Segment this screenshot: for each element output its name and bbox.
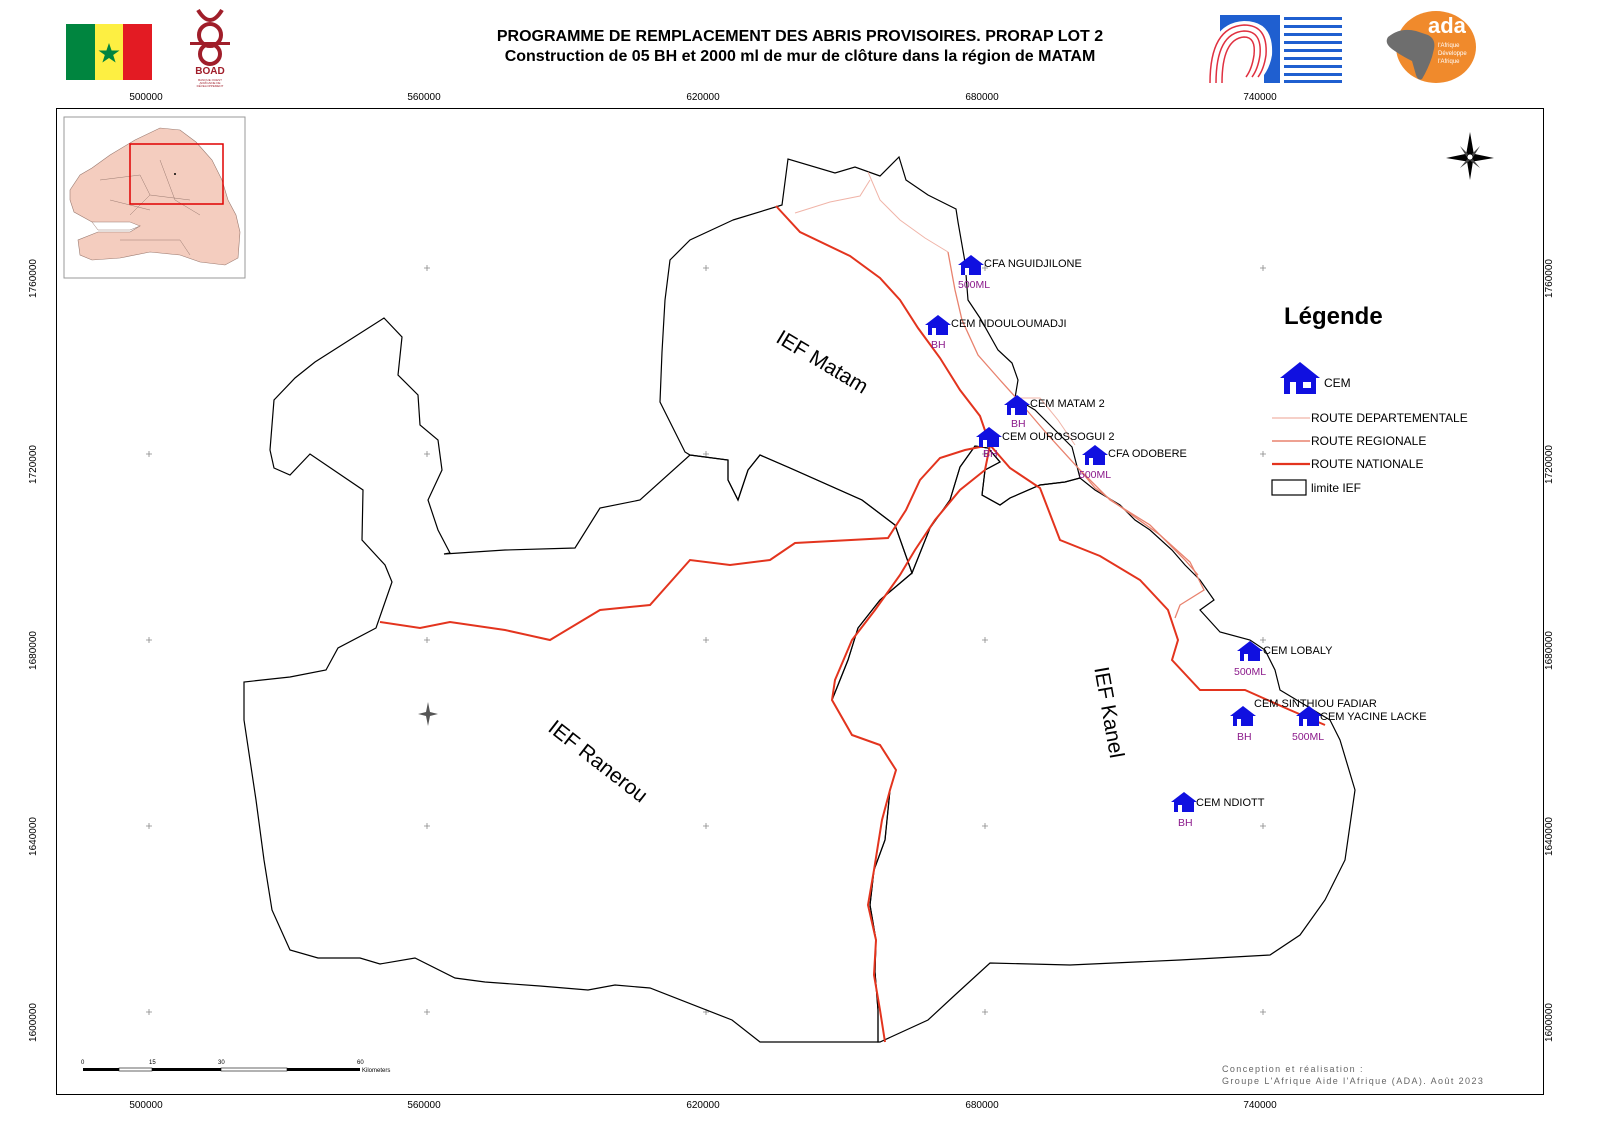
- x-tick-bottom-2: 560000: [407, 1100, 441, 1111]
- route-regionale: [947, 251, 1205, 619]
- scale-tick-30: 30: [218, 1060, 225, 1066]
- scale-unit: Kilometers: [362, 1068, 391, 1074]
- legend-cem-icon: [1280, 362, 1320, 394]
- site-label-cem-ndouloumadji: CEM NDOULOUMADJI: [951, 318, 1067, 330]
- site-work-cfa-nguidjilone: 500ML: [958, 279, 991, 291]
- north-arrow-icon: [1446, 132, 1494, 180]
- senegal-flag-logo: [66, 24, 152, 85]
- ief-kanel-boundary: [831, 445, 1356, 1043]
- title-line-2: Construction de 05 BH et 2000 ml de mur …: [504, 48, 1096, 65]
- cem-ndiott-icon: [1171, 792, 1197, 812]
- cfa-odobere-icon: [1082, 445, 1108, 465]
- map-frame: [56, 108, 1544, 1095]
- site-icons: [925, 255, 1322, 812]
- site-label-cem-lobaly: CEM LOBALY: [1263, 645, 1333, 657]
- ada-logo-text: ada: [1428, 13, 1466, 38]
- scale-bar: [83, 1067, 360, 1072]
- scale-tick-0: 0: [81, 1060, 85, 1066]
- site-label-cfa-odobere: CFA ODOBERE: [1108, 448, 1187, 460]
- x-tick-top-2: 560000: [407, 92, 441, 103]
- x-tick-top-5: 740000: [1243, 92, 1277, 103]
- x-tick-bottom-5: 740000: [1243, 1100, 1277, 1111]
- inset-map: [63, 116, 246, 279]
- cem-sinthiou-fadiar-icon: [1230, 706, 1256, 726]
- cem-lobaly-icon: [1237, 641, 1263, 661]
- site-work-cem-sinthiou-fadiar: BH: [1237, 731, 1252, 743]
- ranerou-star-icon: [418, 702, 438, 726]
- x-tick-bottom-4: 680000: [965, 1100, 999, 1111]
- x-tick-top-4: 680000: [965, 92, 999, 103]
- legend-label-route-nationale: ROUTE NATIONALE: [1311, 457, 1424, 471]
- site-work-cem-lobaly: 500ML: [1234, 666, 1267, 678]
- scale-tick-15: 15: [149, 1060, 156, 1066]
- x-tick-top-3: 620000: [686, 92, 720, 103]
- site-work-cem-matam-2: BH: [1011, 418, 1026, 430]
- cem-matam-2-icon: [1004, 395, 1030, 415]
- ada-logo-subtext: l'Afrique Développe l'Afrique: [1438, 43, 1467, 65]
- legend-label-route-regionale: ROUTE REGIONALE: [1311, 434, 1427, 448]
- site-label-cem-ourossogui-2: CEM OUROSSOGUI 2: [1002, 431, 1115, 443]
- site-work-cem-ndouloumadji: BH: [931, 339, 946, 351]
- site-label-cfa-nguidjilone: CFA NGUIDJILONE: [984, 258, 1082, 270]
- boad-logo: BOAD BANQUE OUEST AFRICAINE DE DÉVELOPPE…: [186, 8, 234, 88]
- ada-logo: ada l'Afrique Développe l'Afrique: [1378, 9, 1478, 90]
- title-line-1: PROGRAMME DE REMPLACEMENT DES ABRIS PROV…: [496, 28, 1104, 45]
- site-label-cem-yacine-lacke: CEM YACINE LACKE: [1320, 711, 1427, 723]
- cem-ndouloumadji-icon: [925, 315, 951, 335]
- graticule: [146, 265, 1266, 1015]
- route-nationale: [379, 205, 1326, 1043]
- scale-tick-60: 60: [357, 1060, 364, 1066]
- x-tick-bottom-3: 620000: [686, 1100, 720, 1111]
- legend-label-cem: CEM: [1324, 376, 1351, 390]
- credit-line-1: Conception et réalisation :: [1222, 1064, 1364, 1074]
- legend-title: Légende: [1284, 303, 1383, 330]
- map-title: PROGRAMME DE REMPLACEMENT DES ABRIS PROV…: [0, 27, 1600, 67]
- legend-symbols: [1271, 362, 1320, 496]
- site-label-cem-matam-2: CEM MATAM 2: [1030, 398, 1105, 410]
- route-departementale: [794, 171, 1076, 446]
- legend-label-route-departementale: ROUTE DEPARTEMENTALE: [1311, 411, 1468, 425]
- credit-line-2: Groupe L'Afrique Aide l'Afrique (ADA). A…: [1222, 1076, 1485, 1086]
- x-tick-top-1: 500000: [129, 92, 163, 103]
- boad-logo-text: BOAD: [195, 66, 225, 77]
- cem-ourossogui-2-icon: [976, 427, 1002, 447]
- ief-matam-boundary: [659, 155, 1081, 575]
- x-tick-bottom-1: 500000: [129, 1100, 163, 1111]
- site-work-cem-ndiott: BH: [1178, 817, 1193, 829]
- legend-label-limite-ief: limite IEF: [1311, 481, 1362, 495]
- ministry-logo: [1204, 15, 1344, 90]
- site-work-cem-ourossogui-2: BH: [983, 448, 998, 460]
- boad-logo-subtext: BANQUE OUEST AFRICAINE DE DÉVELOPPEMENT: [196, 78, 224, 88]
- cfa-nguidjilone-icon: [958, 255, 984, 275]
- site-label-cem-ndiott: CEM NDIOTT: [1196, 797, 1265, 809]
- site-work-cem-yacine-lacke: 500ML: [1292, 731, 1325, 743]
- ief-ranerou-boundary: [243, 317, 913, 1043]
- site-label-cem-sinthiou-fadiar: CEM SINTHIOU FADIAR: [1254, 698, 1377, 710]
- site-work-cfa-odobere: 500ML: [1079, 469, 1112, 481]
- cem-yacine-lacke-icon: [1296, 706, 1322, 726]
